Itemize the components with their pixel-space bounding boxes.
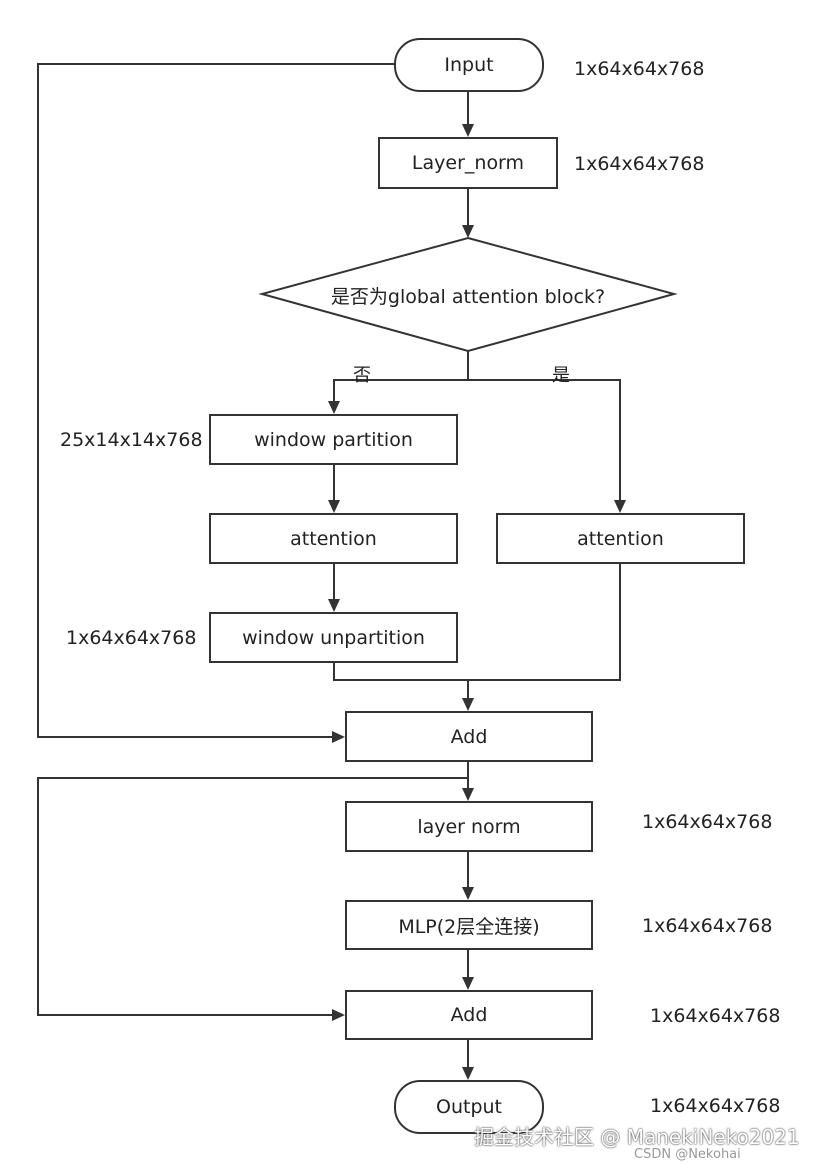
shape-label-mlp: 1x64x64x768 [642, 915, 773, 937]
arrowhead [462, 788, 474, 801]
layer-norm-2-node[interactable]: layer norm [345, 801, 593, 852]
arrowhead [328, 599, 340, 612]
add-node-1[interactable]: Add [345, 711, 593, 762]
arrowhead [462, 1067, 474, 1080]
output-node[interactable]: Output [394, 1080, 544, 1134]
edge-branch-no [333, 379, 468, 401]
mlp-node[interactable]: MLP(2层全连接) [345, 900, 593, 950]
input-node[interactable]: Input [394, 38, 544, 92]
arrowhead [462, 977, 474, 990]
arrowhead [332, 1009, 345, 1021]
decision-label: 是否为global attention block? [330, 285, 606, 308]
attention-global-node[interactable]: attention [496, 513, 745, 564]
attention-local-node[interactable]: attention [209, 513, 458, 564]
arrowhead [328, 500, 340, 513]
edge-residual-2 [37, 777, 468, 1016]
shape-label-add-2: 1x64x64x768 [650, 1005, 781, 1027]
window-partition-node[interactable]: window partition [209, 414, 458, 465]
edge-global-attention-merge [468, 564, 621, 681]
edge-unpartition-merge [333, 663, 468, 681]
edge-residual-1 [37, 63, 394, 738]
shape-label-layer-norm: 1x64x64x768 [574, 153, 705, 175]
arrowhead [614, 500, 626, 513]
shape-label-output: 1x64x64x768 [650, 1095, 781, 1117]
watermark-main: 掘金技术社区 @ ManekiNeko2021 [474, 1125, 800, 1149]
arrowhead [462, 887, 474, 900]
layer-norm-node[interactable]: Layer_norm [378, 137, 558, 189]
branch-label-no: 否 [353, 365, 371, 386]
arrowhead [462, 225, 474, 238]
shape-label-layer-norm-2: 1x64x64x768 [642, 811, 773, 833]
watermark-sub: CSDN @Nekohai [634, 1147, 741, 1162]
shape-label-input: 1x64x64x768 [574, 58, 705, 80]
shape-label-window-partition: 25x14x14x768 [60, 429, 203, 451]
branch-label-yes: 是 [552, 365, 570, 386]
arrowhead [328, 401, 340, 414]
arrowhead [462, 698, 474, 711]
shape-label-window-unpartition: 1x64x64x768 [66, 627, 197, 649]
window-unpartition-node[interactable]: window unpartition [209, 612, 458, 663]
add-node-2[interactable]: Add [345, 990, 593, 1040]
arrowhead [462, 124, 474, 137]
edge-branch-yes [468, 379, 621, 500]
arrowhead [332, 731, 345, 743]
